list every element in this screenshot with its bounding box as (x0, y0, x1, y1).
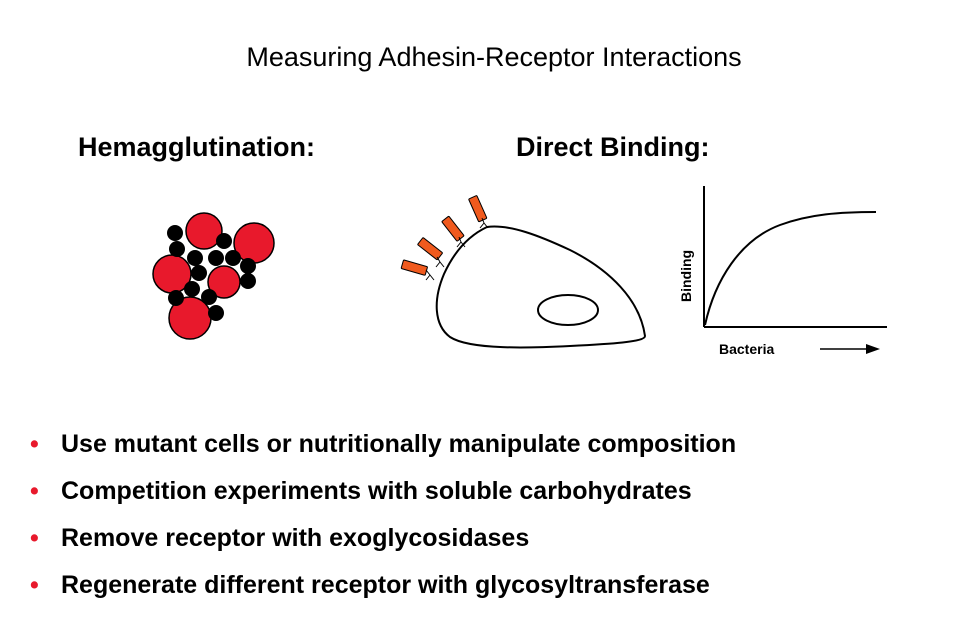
bacterium (240, 258, 256, 274)
bullet-list: • Use mutant cells or nutritionally manip… (30, 426, 736, 614)
bacterium (240, 273, 256, 289)
bullet-text: Regenerate different receptor with glyco… (61, 571, 710, 599)
bullet-dot-icon: • (30, 524, 39, 552)
bacterium (187, 250, 203, 266)
saturation-curve (704, 211, 877, 326)
bacteria-group (167, 225, 256, 321)
bullet-item: • Regenerate different receptor with glyc… (30, 567, 736, 614)
bullet-dot-icon: • (30, 477, 39, 505)
bullet-item: • Use mutant cells or nutritionally manip… (30, 426, 736, 473)
bacterium (168, 290, 184, 306)
attached-bacterium (441, 215, 466, 248)
slide-subtitle: Measuring Adhesin-Receptor Interactions (246, 42, 742, 72)
bullet-text: Use mutant cells or nutritionally manipu… (61, 430, 737, 458)
bullet-item: • Remove receptor with exoglycosidases (30, 520, 736, 567)
hemagglutination-heading: Hemagglutination: (78, 132, 315, 162)
attached-bacterium (468, 195, 489, 229)
host-cell-diagram (400, 195, 647, 349)
bacterium (201, 289, 217, 305)
bullet-item: • Competition experiments with soluble ca… (30, 473, 736, 520)
hemagglutination-cluster (152, 212, 275, 340)
illustration-canvas: Binding Bacteria (152, 186, 887, 357)
direct-binding-heading: Direct Binding: (516, 132, 710, 162)
bacterium (208, 305, 224, 321)
bullet-dot-icon: • (30, 571, 39, 599)
binding-graph: Binding Bacteria (678, 186, 887, 357)
bullet-text: Competition experiments with soluble car… (61, 477, 692, 505)
cell-nucleus (537, 294, 599, 326)
attached-bacterium (400, 259, 435, 281)
bacterium (225, 250, 241, 266)
bacterium (184, 281, 200, 297)
arrow-right-icon (866, 344, 880, 354)
bacterium (208, 250, 224, 266)
red-blood-cell (185, 212, 223, 250)
host-cell-outline (435, 225, 647, 349)
bullet-dot-icon: • (30, 430, 39, 458)
bacterium (216, 233, 232, 249)
bullet-text: Remove receptor with exoglycosidases (61, 524, 530, 552)
attached-bacterium (417, 237, 445, 268)
bacterium (167, 225, 183, 241)
red-blood-cell (207, 265, 241, 299)
bacterium (169, 241, 185, 257)
y-axis-label: Binding (678, 250, 694, 302)
bacterium (191, 265, 207, 281)
x-axis-label: Bacteria (719, 341, 774, 357)
